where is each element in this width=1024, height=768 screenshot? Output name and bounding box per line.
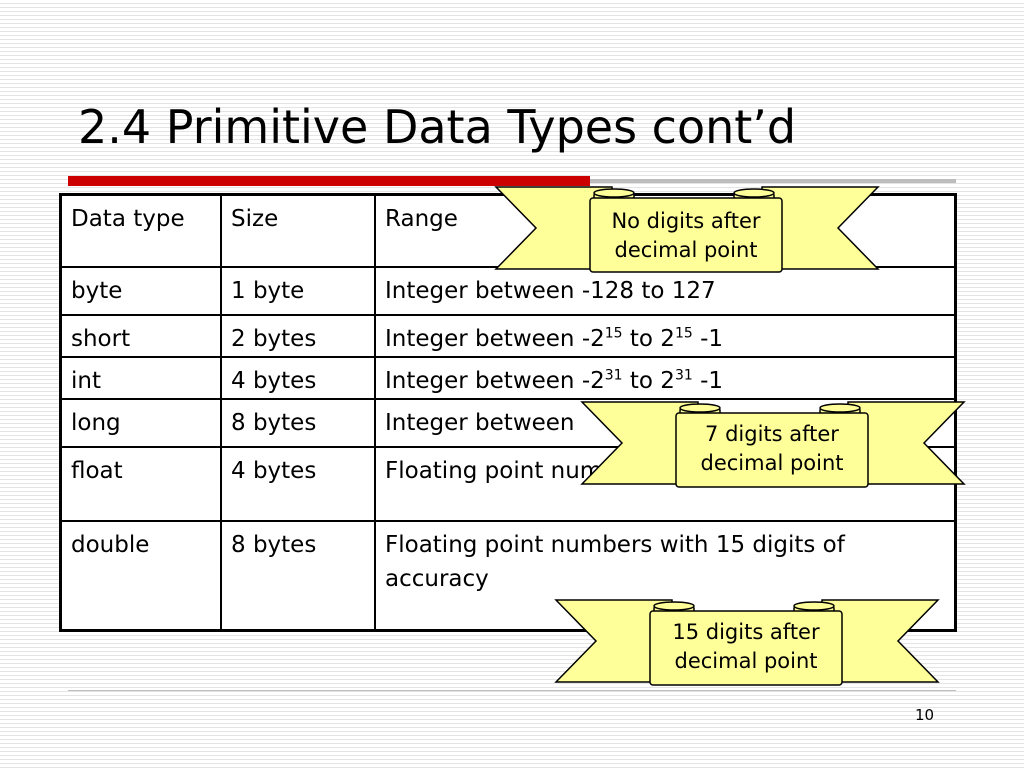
range-prefix: Integer between -2 [385, 325, 605, 352]
callout-banner-15-digits: 15 digits after decimal point [554, 598, 940, 688]
callout-text: 15 digits after decimal point [650, 618, 842, 676]
callout-line: decimal point [614, 238, 758, 262]
cell-size: 4 bytes [220, 355, 376, 400]
scroll-banner-shape [580, 401, 966, 488]
cell-range: Integer between -128 to 127 [374, 265, 957, 316]
range-exponent: 15 [674, 324, 693, 341]
cell-size: 8 bytes [220, 397, 376, 448]
callout-line: decimal point [674, 649, 818, 673]
cell-range: Integer between -231 to 231 -1 [374, 355, 957, 400]
callout-line: decimal point [700, 451, 844, 475]
cell-type: short [59, 313, 222, 358]
table-row: byte 1 byte Integer between -128 to 127 [59, 265, 957, 316]
callout-line: No digits after [611, 209, 761, 233]
table-row: short 2 bytes Integer between -215 to 21… [59, 313, 957, 358]
cell-size: 4 bytes [220, 445, 376, 522]
cell-type: int [59, 355, 222, 400]
footer-rule [68, 690, 956, 691]
slide-title: 2.4 Primitive Data Types cont’d [78, 100, 797, 154]
range-mid: to 2 [622, 367, 675, 394]
cell-size: 2 bytes [220, 313, 376, 358]
range-exponent: 31 [674, 366, 693, 383]
page-number: 10 [915, 706, 935, 724]
range-suffix: -1 [692, 367, 724, 394]
callout-banner-no-digits: No digits after decimal point [494, 185, 880, 275]
cell-size: 8 bytes [220, 519, 376, 632]
range-exponent: 31 [604, 366, 623, 383]
callout-text: No digits after decimal point [590, 207, 782, 265]
table-row: int 4 bytes Integer between -231 to 231 … [59, 355, 957, 400]
range-suffix: -1 [692, 325, 724, 352]
scroll-banner-shape [554, 599, 940, 686]
range-mid: to 2 [622, 325, 675, 352]
callout-line: 15 digits after [672, 620, 820, 644]
header-size: Size [220, 193, 376, 268]
range-prefix: Integer between -2 [385, 367, 605, 394]
callout-text: 7 digits after decimal point [676, 420, 868, 478]
callout-banner-7-digits: 7 digits after decimal point [580, 400, 966, 490]
header-data-type: Data type [59, 193, 222, 268]
cell-size: 1 byte [220, 265, 376, 316]
range-exponent: 15 [604, 324, 623, 341]
cell-type: float [59, 445, 222, 522]
cell-type: double [59, 519, 222, 632]
title-underline-red [68, 176, 590, 186]
cell-range: Integer between -215 to 215 -1 [374, 313, 957, 358]
callout-line: 7 digits after [705, 422, 839, 446]
cell-type: byte [59, 265, 222, 316]
cell-type: long [59, 397, 222, 448]
title-underline-gray [590, 179, 956, 183]
scroll-banner-shape [494, 186, 880, 273]
